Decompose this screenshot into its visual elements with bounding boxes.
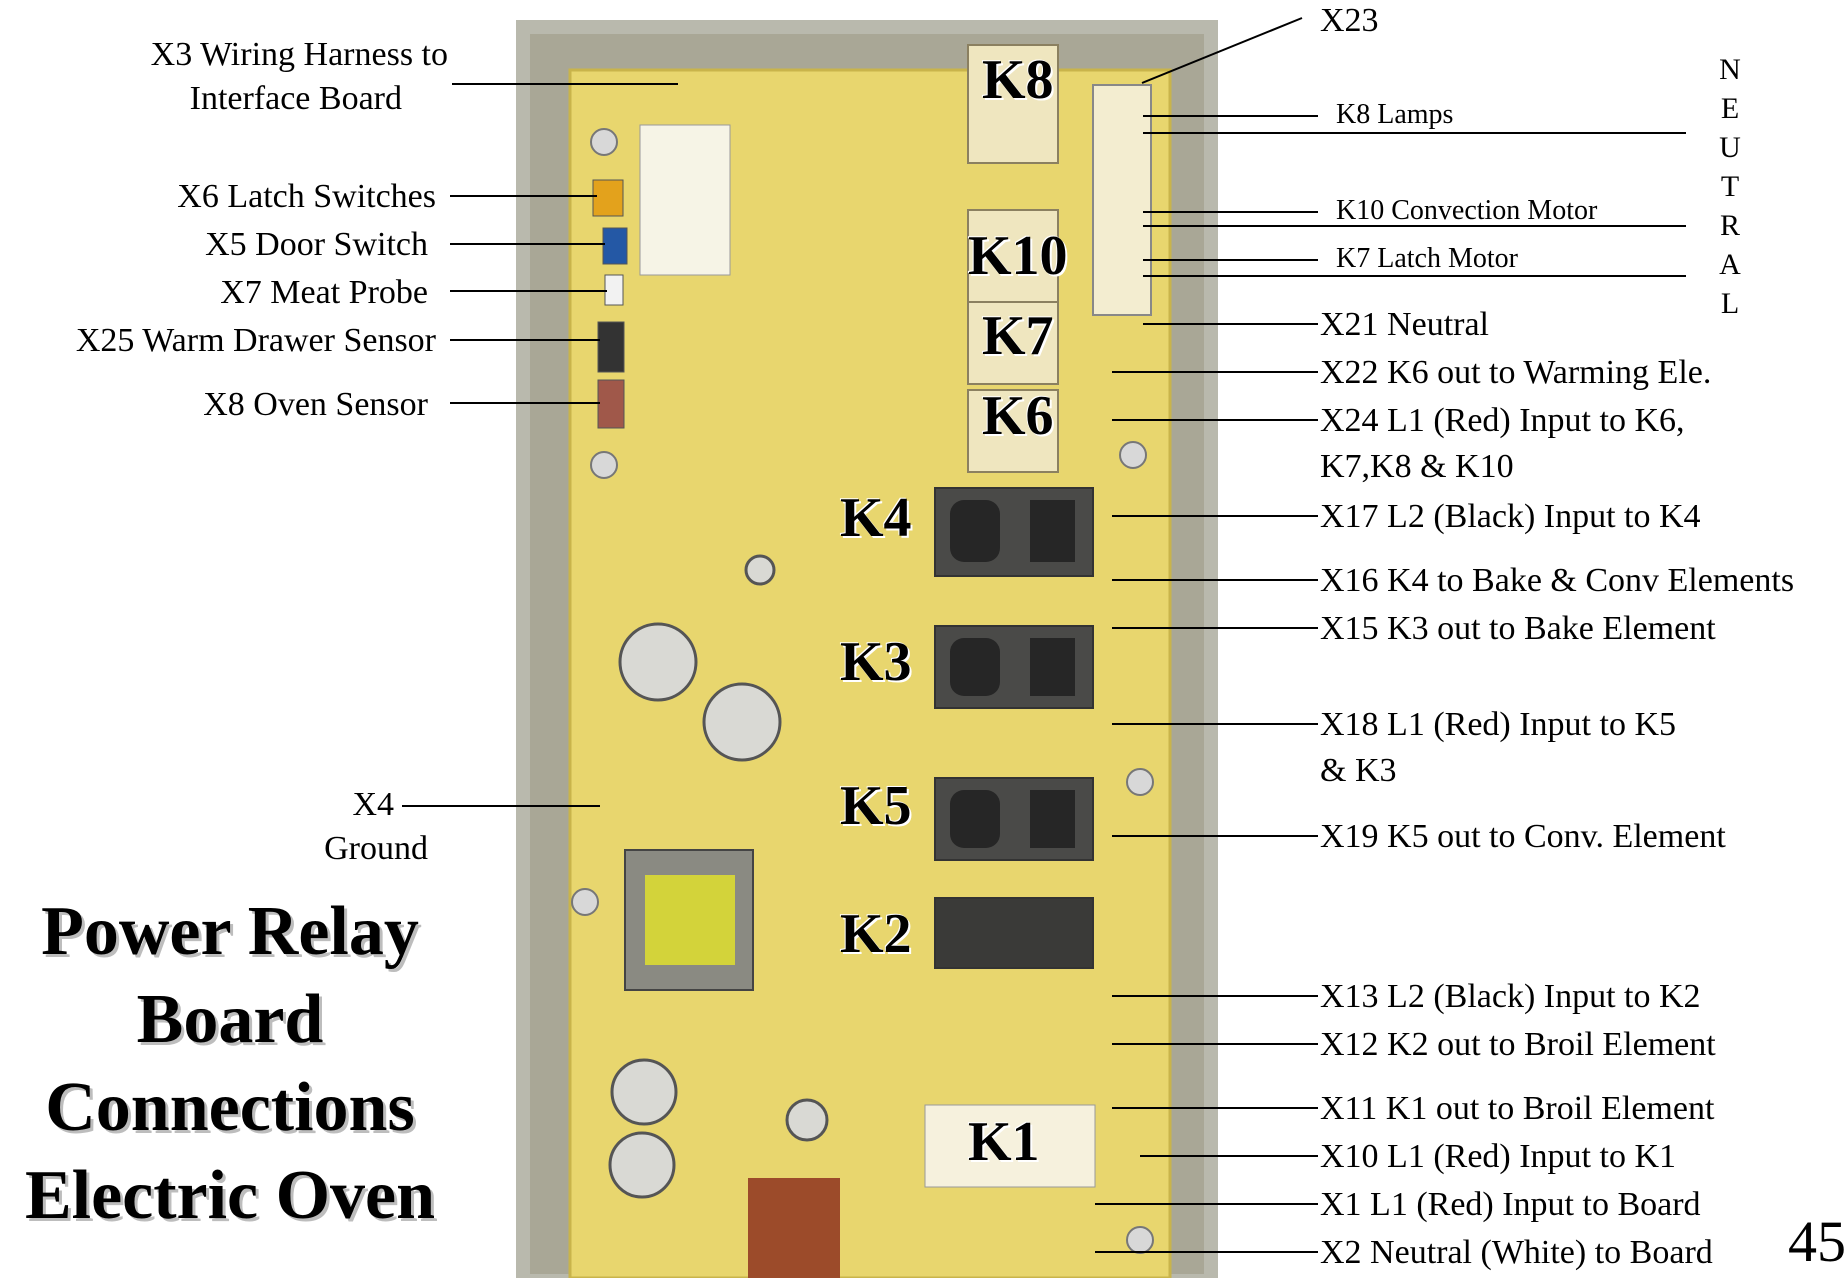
board-sticker: [640, 125, 730, 275]
label-x3-line2: Interface Board: [190, 80, 402, 118]
neutral-letter: A: [1715, 245, 1745, 284]
label-k8-lamps: K8 Lamps: [1336, 96, 1453, 134]
label-k10-convection: K10 Convection Motor: [1336, 192, 1597, 230]
label-x1: X1 L1 (Red) Input to Board: [1320, 1186, 1701, 1224]
relay-label-k1: K1: [968, 1112, 1040, 1172]
relay-label-k6: K6: [982, 386, 1054, 446]
label-x6: X6 Latch Switches: [177, 178, 436, 216]
label-x13: X13 L2 (Black) Input to K2: [1320, 978, 1701, 1016]
title-line: Board: [0, 976, 460, 1064]
relay-label-k8: K8: [982, 50, 1054, 110]
relay-label-k4: K4: [840, 488, 912, 548]
label-x3-line1: X3 Wiring Harness to: [151, 36, 448, 74]
relay-label-k3: K3: [840, 632, 912, 692]
label-x24-line1: X24 L1 (Red) Input to K6,: [1320, 402, 1685, 440]
relay-label-k2: K2: [840, 904, 912, 964]
relay-label-k7: K7: [982, 306, 1054, 366]
label-x25: X25 Warm Drawer Sensor: [76, 322, 436, 360]
label-x10: X10 L1 (Red) Input to K1: [1320, 1138, 1676, 1176]
neutral-letter: L: [1715, 284, 1745, 323]
label-x2: X2 Neutral (White) to Board: [1320, 1234, 1713, 1272]
label-x15: X15 K3 out to Bake Element: [1320, 610, 1716, 648]
neutral-letter: N: [1715, 50, 1745, 89]
label-x18-line2: & K3: [1320, 752, 1397, 790]
neutral-letter: T: [1715, 167, 1745, 206]
neutral-vertical-label: N E U T R A L: [1715, 50, 1745, 323]
label-x11: X11 K1 out to Broil Element: [1320, 1090, 1714, 1128]
neutral-letter: E: [1715, 89, 1745, 128]
title-line: Power Relay: [0, 888, 460, 976]
label-x12: X12 K2 out to Broil Element: [1320, 1026, 1716, 1064]
neutral-letter: U: [1715, 128, 1745, 167]
label-k7-latch: K7 Latch Motor: [1336, 240, 1518, 278]
title-line: Electric Oven: [0, 1152, 460, 1240]
label-x4-line1: X4: [352, 786, 394, 824]
slide-title: Power Relay Board Connections Electric O…: [0, 888, 460, 1240]
page-number: 45: [1788, 1212, 1846, 1272]
label-x19: X19 K5 out to Conv. Element: [1320, 818, 1726, 856]
label-x17: X17 L2 (Black) Input to K4: [1320, 498, 1701, 536]
label-x22: X22 K6 out to Warming Ele.: [1320, 354, 1711, 392]
label-x21: X21 Neutral: [1320, 306, 1489, 344]
label-x24-line2: K7,K8 & K10: [1320, 448, 1514, 486]
relay-label-k5: K5: [840, 776, 912, 836]
choke: [748, 1178, 840, 1278]
label-x23: X23: [1320, 2, 1379, 40]
neutral-letter: R: [1715, 206, 1745, 245]
transformer-coil: [645, 875, 735, 965]
label-x18-line1: X18 L1 (Red) Input to K5: [1320, 706, 1676, 744]
relay-label-k10: K10: [968, 226, 1068, 286]
label-x8: X8 Oven Sensor: [203, 386, 428, 424]
label-x5: X5 Door Switch: [205, 226, 428, 264]
x23-connector: [1093, 85, 1151, 315]
label-x4-line2: Ground: [324, 830, 428, 868]
label-x7: X7 Meat Probe: [220, 274, 428, 312]
title-line: Connections: [0, 1064, 460, 1152]
label-x16: X16 K4 to Bake & Conv Elements: [1320, 562, 1794, 600]
